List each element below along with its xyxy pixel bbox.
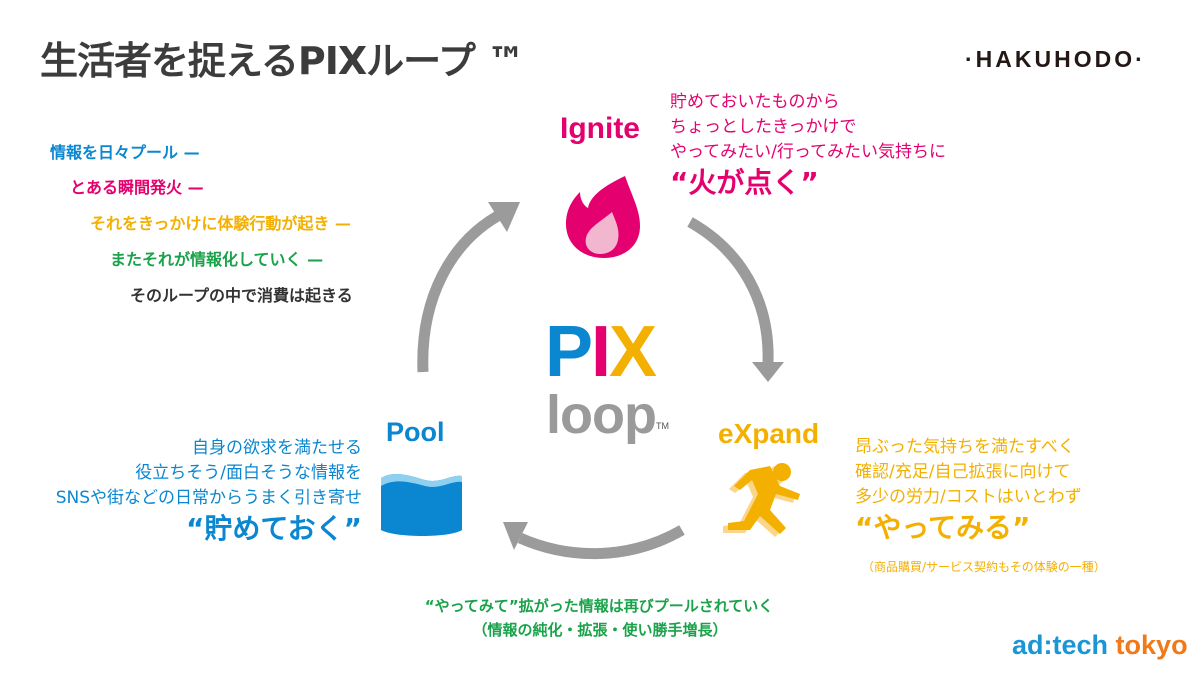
bottom-note-line1: “やってみて”拡がった情報は再びプールされていく xyxy=(424,597,774,615)
pool-line: 自身の欲求を満たせる xyxy=(192,438,362,458)
arrow-ignite-to-expand xyxy=(687,217,784,382)
arrow-expand-to-pool xyxy=(503,522,685,560)
expand-quote: “やってみる” xyxy=(855,511,1031,544)
logo-trademark: TM xyxy=(656,421,669,431)
ignite-line: 貯めておいたものから xyxy=(670,92,840,112)
hakuhodo-logo: ·HAKUHODO· xyxy=(965,46,1146,72)
flow-step-ignite: とある瞬間発火 — xyxy=(70,178,204,197)
adtech-text: ad:tech xyxy=(1012,630,1109,660)
expand-label: eXpand xyxy=(718,418,820,449)
logo-loop-word: loop xyxy=(546,385,657,445)
pool-line: SNSや街などの日常からうまく引き寄せ xyxy=(55,488,362,508)
arrow-pool-to-ignite xyxy=(417,202,520,373)
adtech-tokyo-logo: ad:tech tokyo xyxy=(1012,630,1188,661)
tokyo-text: tokyo xyxy=(1115,630,1188,660)
flame-icon xyxy=(566,176,640,258)
pool-label: Pool xyxy=(386,417,445,447)
ignite-line: やってみたい/行ってみたい気持ちに xyxy=(670,142,947,162)
flow-step-expand: それをきっかけに体験行動が起き — xyxy=(90,214,351,233)
page-title: 生活者を捉えるPIXループ ™ xyxy=(40,39,525,83)
pool-description: 自身の欲求を満たせる 役立ちそう/面白そうな情報を SNSや街などの日常からうま… xyxy=(56,436,362,547)
flow-step-pool: 情報を日々プール — xyxy=(50,143,200,162)
pool-quote: “貯めておく” xyxy=(186,512,362,545)
bottom-note-line2: （情報の純化・拡張・使い勝手増長） xyxy=(472,621,728,639)
logo-letter-i: I xyxy=(591,312,611,392)
flow-step-informationize: またそれが情報化していく — xyxy=(110,250,324,269)
expand-note: （商品購買/サービス契約もその体験の一種） xyxy=(862,560,1106,574)
running-person-icon xyxy=(723,463,800,537)
logo-letter-x: X xyxy=(609,312,657,392)
ignite-quote: “火が点く” xyxy=(670,166,819,199)
logo-letter-p: P xyxy=(545,312,593,392)
ignite-label: Ignite xyxy=(560,112,640,145)
ignite-description: 貯めておいたものから ちょっとしたきっかけで やってみたい/行ってみたい気持ちに… xyxy=(670,90,946,201)
expand-line: 確認/充足/自己拡張に向けて xyxy=(855,462,1071,482)
ignite-line: ちょっとしたきっかけで xyxy=(670,117,857,137)
flow-step-consumption: そのループの中で消費は起きる xyxy=(130,286,353,305)
pool-line: 役立ちそう/面白そうな情報を xyxy=(135,463,362,483)
expand-line: 昂ぶった気持ちを満たすべく xyxy=(855,437,1075,457)
pix-loop-logo: PIX xyxy=(545,316,657,388)
expand-line: 多少の労力/コストはいとわず xyxy=(855,487,1082,507)
bottom-note: “やってみて”拡がった情報は再びプールされていく （情報の純化・拡張・使い勝手増… xyxy=(0,594,1200,642)
expand-description: 昂ぶった気持ちを満たすべく 確認/充足/自己拡張に向けて 多少の労力/コストはい… xyxy=(855,435,1082,546)
water-pool-icon xyxy=(381,474,462,536)
